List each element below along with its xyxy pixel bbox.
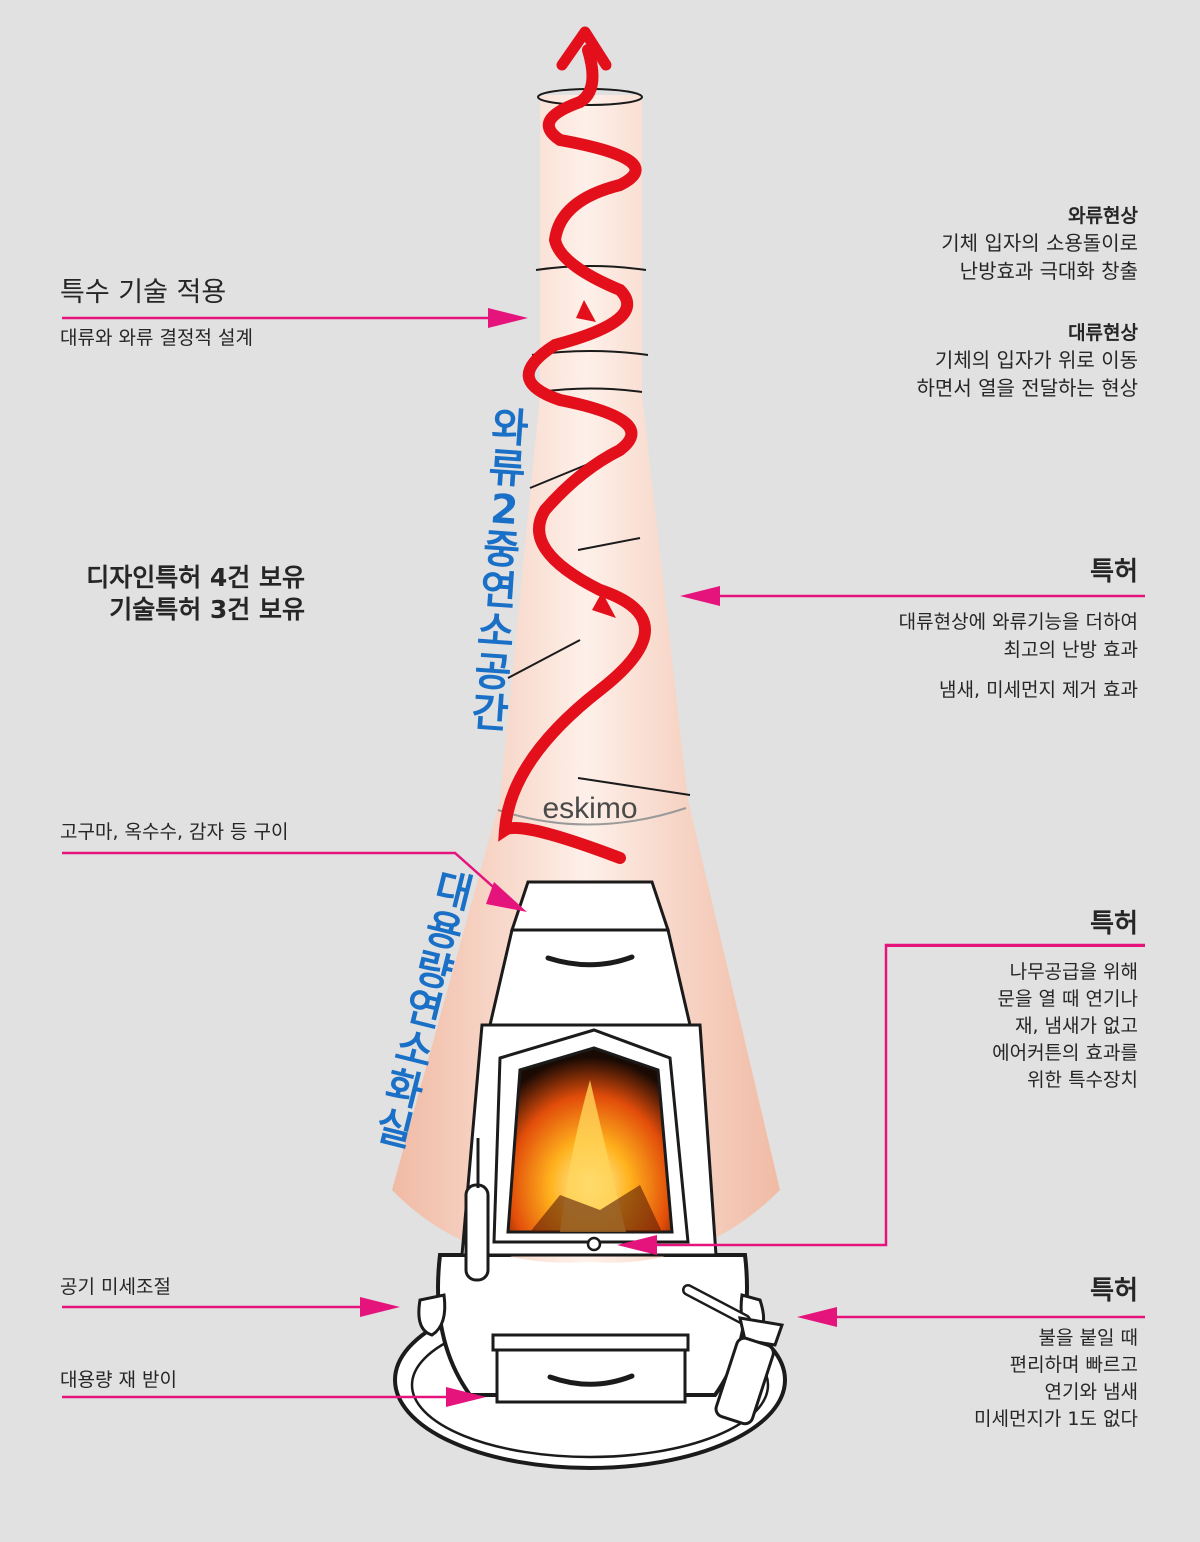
air-control-label: 공기 미세조절 bbox=[60, 1276, 171, 1298]
vertical-char: 공 bbox=[472, 648, 513, 697]
vertical-char: 소 bbox=[475, 607, 516, 657]
vortex-flow-arrow bbox=[498, 26, 651, 864]
patent-2-rule bbox=[886, 945, 1145, 947]
vertical-char: 중 bbox=[481, 526, 522, 575]
patent-2-title: 특허 bbox=[1090, 909, 1138, 939]
ash-tray-label: 대용량 재 받이 bbox=[60, 1369, 177, 1391]
patent-2-desc-4: 에어커튼의 효과를 bbox=[992, 1042, 1138, 1064]
patent-2-desc-1: 나무공급을 위해 bbox=[1009, 961, 1138, 983]
vertical-char: 와 bbox=[490, 404, 530, 453]
vertical-char: 실 bbox=[371, 1102, 418, 1156]
glow-cone bbox=[392, 95, 780, 1263]
hood bbox=[488, 880, 692, 1027]
vertical-char: 류 bbox=[487, 444, 528, 494]
vortex-desc-1: 기체 입자의 소용돌이로 bbox=[941, 231, 1138, 255]
ash-drawer bbox=[491, 1333, 690, 1404]
roast-label: 고구마, 옥수수, 감자 등 구이 bbox=[60, 821, 289, 843]
vertical-char: 간 bbox=[470, 689, 511, 738]
special-tech-title: 특수 기술 적용 bbox=[60, 277, 227, 308]
patent-3-desc-2: 편리하며 빠르고 bbox=[1009, 1354, 1138, 1376]
igniter-torch bbox=[682, 1284, 785, 1426]
convection-desc-2: 하면서 열을 전달하는 현상 bbox=[916, 376, 1138, 400]
patent-2-desc-2: 문을 열 때 연기나 bbox=[997, 988, 1138, 1010]
patent-3-desc-1: 불을 붙일 때 bbox=[1038, 1327, 1138, 1349]
patent-1-desc-3: 냄새, 미세먼지 제거 효과 bbox=[939, 679, 1138, 701]
patent-1-desc-1: 대류현상에 와류기능을 더하여 bbox=[898, 611, 1138, 633]
patents-line-1: 디자인특허 4건 보유 bbox=[86, 563, 305, 592]
vertical-char: 2 bbox=[488, 485, 520, 534]
vortex-title: 와류현상 bbox=[1068, 205, 1138, 227]
patent-3-desc-3: 연기와 냄새 bbox=[1044, 1381, 1138, 1403]
vertical-char: 연 bbox=[478, 566, 519, 616]
convection-desc-1: 기체의 입자가 위로 이동 bbox=[934, 348, 1138, 372]
firebox-door bbox=[460, 1023, 718, 1282]
patent-3-title: 특허 bbox=[1090, 1276, 1138, 1306]
patent-1-desc-2: 최고의 난방 효과 bbox=[1003, 639, 1138, 661]
special-tech-desc: 대류와 와류 결정적 설계 bbox=[60, 327, 253, 349]
patent-1-title: 특허 bbox=[1090, 557, 1138, 587]
patent-3-desc-4: 미세먼지가 1도 없다 bbox=[973, 1408, 1138, 1430]
patents-line-2: 기술특허 3건 보유 bbox=[109, 595, 305, 624]
vortex-desc-2: 난방효과 극대화 창출 bbox=[959, 259, 1138, 283]
patent-2-desc-5: 위한 특수장치 bbox=[1027, 1069, 1138, 1091]
patent-2-desc-3: 재, 냄새가 없고 bbox=[1015, 1015, 1138, 1037]
convection-title: 대류현상 bbox=[1068, 322, 1138, 344]
brand-logo: eskimo bbox=[542, 792, 637, 825]
chimney-outline bbox=[497, 88, 691, 826]
